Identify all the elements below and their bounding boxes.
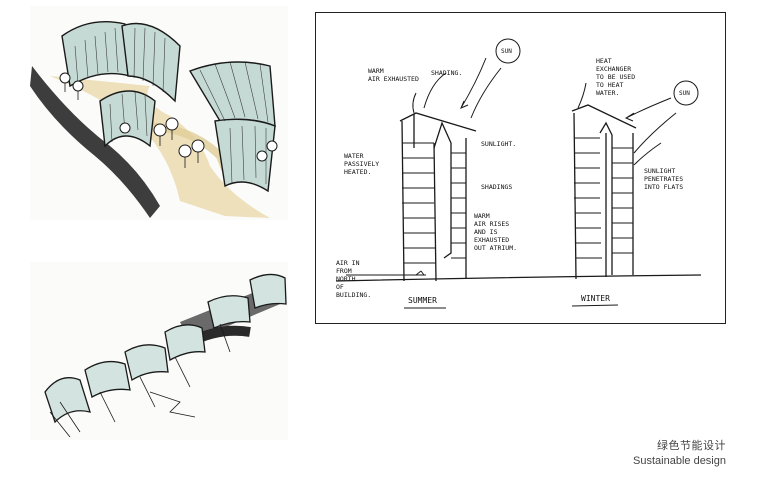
summer-warm-rises-label-4: EXHAUSTED: [474, 236, 509, 244]
summer-warm-rises-label: WARM: [474, 212, 490, 220]
summer-warm-rises-label-3: AND IS: [474, 228, 498, 236]
winter-heat-exchanger-label: HEAT: [596, 57, 612, 65]
ground-line: [335, 274, 702, 282]
plan-sketch-illustration: [30, 262, 288, 440]
section-sketch-frame: WARM AIR EXHAUSTED SHADING. SUN SUNLIGHT…: [315, 12, 726, 324]
winter-sunlight-label-3: INTO FLATS: [644, 183, 683, 191]
summer-shading-label: SHADING.: [431, 69, 462, 77]
winter-floors: [574, 137, 633, 259]
summer-air-in-label-5: BUILDING.: [336, 291, 371, 299]
summer-sunlight-label: SUNLIGHT.: [481, 140, 516, 148]
summer-warm-rises-label-2: AIR RISES: [474, 220, 509, 228]
summer-warm-air-label: WARM: [368, 67, 384, 75]
summer-air-in-label-3: NORTH: [336, 275, 356, 283]
winter-building: [571, 104, 637, 280]
summer-sun-label: SUN: [501, 48, 512, 55]
summer-warm-air-label-2: AIR EXHAUSTED: [368, 75, 419, 83]
winter-arrows: [577, 80, 699, 166]
summer-warm-rises-label-5: OUT ATRIUM.: [474, 244, 517, 252]
caption-title-en: Sustainable design: [633, 455, 726, 467]
summer-air-in-label: AIR IN: [336, 259, 360, 267]
summer-water-label-3: HEATED.: [344, 168, 371, 176]
summer-floors: [402, 142, 466, 264]
winter-sunlight-label-2: PENETRATES: [644, 175, 683, 183]
winter-heat-exchanger-label-4: TO HEAT: [596, 81, 623, 89]
summer-arrows: [346, 38, 521, 276]
summer-air-in-label-2: FROM: [336, 267, 352, 275]
summer-water-label-2: PASSIVELY: [344, 160, 379, 168]
summer-shadings-label: SHADINGS: [481, 183, 512, 191]
winter-heat-exchanger-label-2: EXCHANGER: [596, 65, 631, 73]
winter-heat-exchanger-label-5: WATER.: [596, 89, 619, 97]
summer-title: SUMMER: [408, 296, 437, 305]
aerial-sketch-illustration: [30, 6, 288, 220]
winter-title: WINTER: [581, 294, 610, 303]
summer-building: [399, 112, 477, 282]
winter-sun-label: SUN: [679, 90, 690, 97]
winter-sunlight-label: SUNLIGHT: [644, 167, 675, 175]
winter-heat-exchanger-label-3: TO BE USED: [596, 73, 635, 81]
section-sketch-drawing: WARM AIR EXHAUSTED SHADING. SUN SUNLIGHT…: [335, 38, 702, 309]
summer-water-label: WATER: [344, 152, 364, 160]
summer-air-in-label-4: OF: [336, 283, 344, 291]
caption-title-cn: 绿色节能设计: [657, 439, 726, 452]
